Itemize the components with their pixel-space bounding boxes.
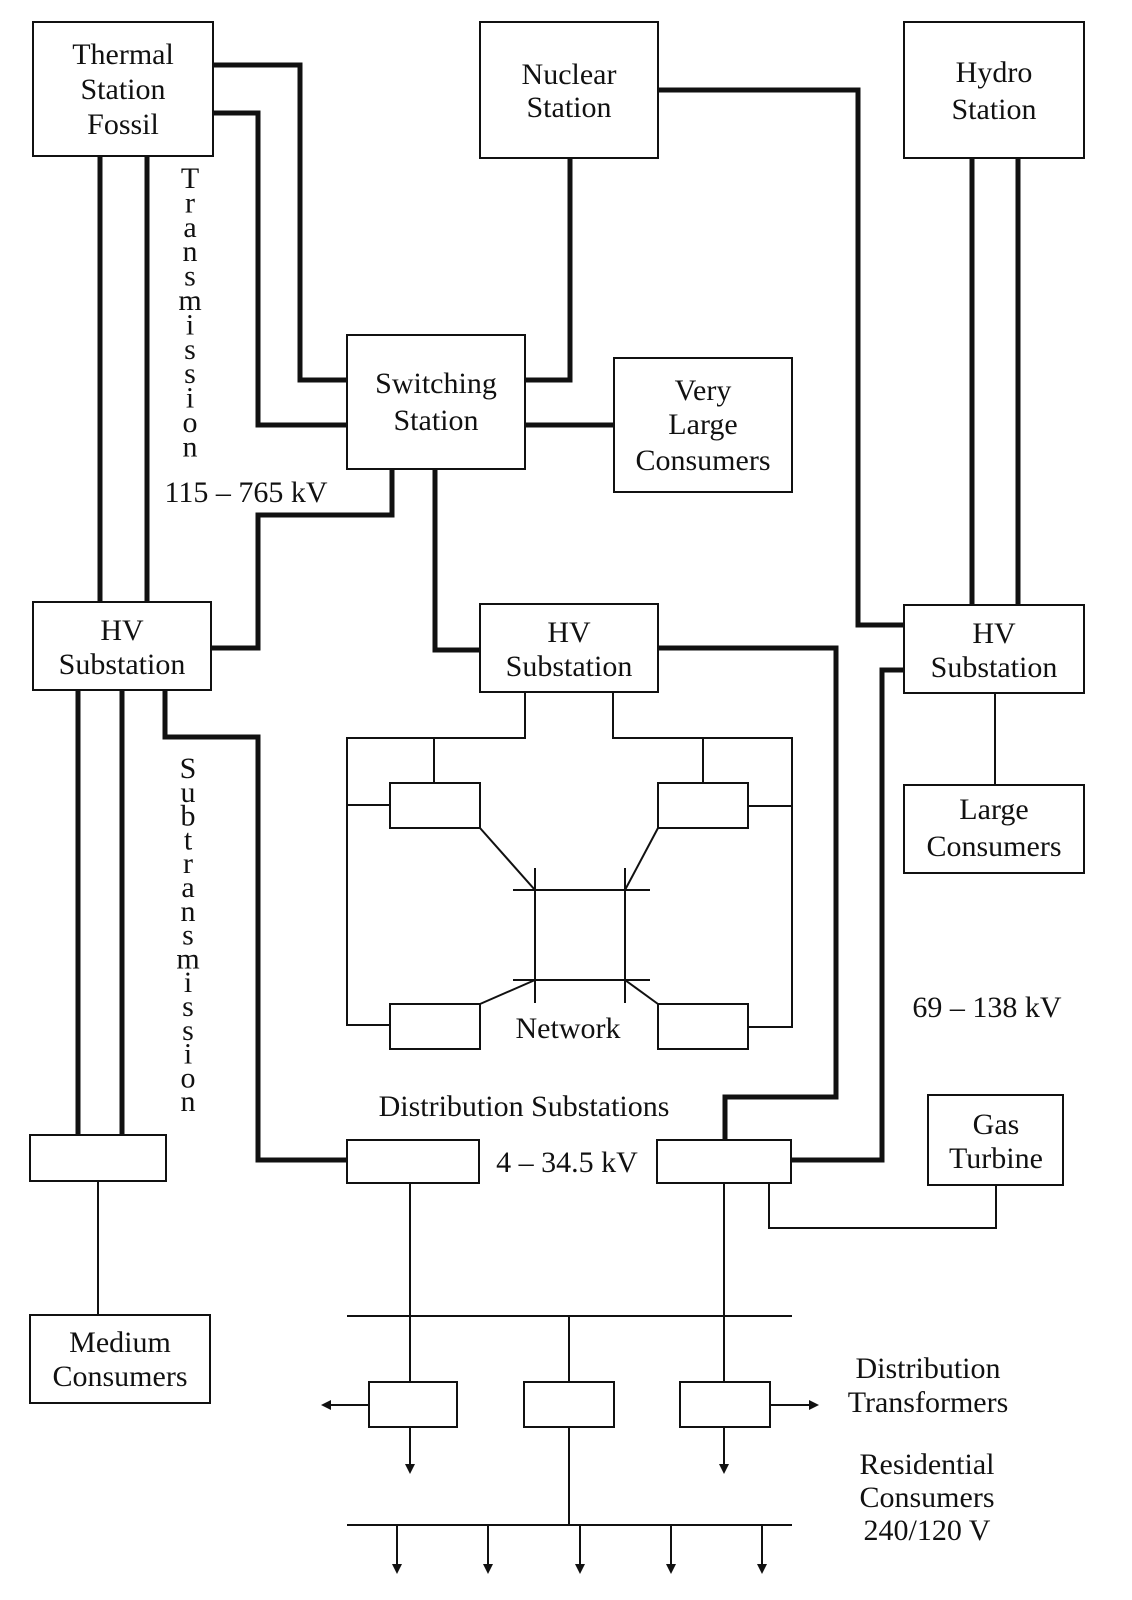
nuclear-station: Nuclear Station	[479, 21, 659, 159]
network-right-feeder	[612, 692, 793, 1028]
residential-consumers-label: Residential	[860, 1448, 995, 1481]
label: Station	[393, 404, 478, 437]
distribution-lines	[97, 692, 997, 1574]
network-diagonal	[479, 979, 536, 1005]
label: Thermal	[72, 38, 174, 71]
label: Consumers	[53, 1360, 188, 1393]
line-hv-mid-dist	[658, 645, 839, 1140]
network-substations	[389, 782, 749, 1050]
line-hv-left-dist	[162, 690, 347, 1163]
line-thermal-switching-1	[213, 62, 347, 383]
network-diagonal	[624, 827, 659, 891]
distribution-transformer	[523, 1381, 615, 1428]
label: Station	[526, 91, 611, 124]
network-box	[657, 782, 749, 829]
transmission-voltage-label: 115 – 765 kV	[164, 476, 327, 509]
label: Consumers	[636, 444, 771, 477]
hv-substation-right: HV Substation	[903, 604, 1085, 694]
line-hv-right-dist	[791, 667, 904, 1163]
distribution-transformers-label: Transformers	[848, 1386, 1009, 1419]
label: Substation	[931, 651, 1058, 684]
distribution-substation-right	[656, 1139, 792, 1184]
gas-turbine: Gas Turbine	[927, 1094, 1064, 1186]
label: Switching	[375, 367, 497, 400]
line-switching-hv-mid	[432, 469, 480, 653]
line-gas-dist	[768, 1183, 997, 1229]
hv-substation-left: HV Substation	[32, 601, 212, 691]
label: HV	[972, 617, 1016, 650]
hydro-station: Hydro Station	[903, 21, 1085, 159]
network-diagonal	[624, 979, 659, 1005]
distribution-substation-left	[346, 1139, 480, 1184]
network-label: Network	[516, 1012, 621, 1045]
network-box	[389, 782, 481, 829]
label: Substation	[59, 648, 186, 681]
distribution-voltage-label: 4 – 34.5 kV	[496, 1146, 638, 1179]
network-box	[389, 1003, 481, 1050]
switching-station: Switching Station	[346, 334, 526, 470]
hv-substation-middle: HV Substation	[479, 603, 659, 693]
distribution-transformer	[368, 1381, 458, 1428]
medium-consumers: Medium Consumers	[29, 1314, 211, 1404]
very-large-consumers: Very Large Consumers	[613, 357, 793, 493]
network-left-feeder	[346, 692, 526, 1026]
label: Station	[80, 73, 165, 106]
distribution-transformer	[679, 1381, 771, 1428]
label: Very	[675, 374, 732, 407]
subtransmission-voltage-label: 69 – 138 kV	[912, 991, 1062, 1024]
label: Nuclear	[522, 58, 617, 91]
label: Consumers	[927, 830, 1062, 863]
residential-consumers-label: Consumers	[860, 1481, 995, 1514]
network-diagonal	[479, 827, 536, 891]
label: Station	[951, 93, 1036, 126]
label: Large	[959, 793, 1028, 826]
large-consumers: Large Consumers	[903, 784, 1085, 874]
line-nuclear-switching	[525, 158, 573, 383]
distribution-transformers-label: Distribution	[855, 1352, 1000, 1385]
label: HV	[100, 614, 144, 647]
label: Substation	[506, 650, 633, 683]
residential-voltage-label: 240/120 V	[864, 1514, 991, 1547]
thermal-station: Thermal Station Fossil	[32, 21, 214, 157]
line-thermal-switching-2	[213, 110, 347, 428]
label: Hydro	[956, 56, 1033, 89]
medium-bus-box	[29, 1134, 167, 1182]
label: Medium	[69, 1326, 171, 1359]
label: Fossil	[87, 108, 159, 141]
distribution-substations-label: Distribution Substations	[379, 1090, 670, 1123]
label: Turbine	[949, 1142, 1043, 1175]
label: HV	[547, 616, 591, 649]
transmission-lines	[75, 62, 1021, 1163]
network-box	[657, 1003, 749, 1050]
label: Large	[668, 408, 737, 441]
label: Gas	[973, 1108, 1020, 1141]
line-switching-hv-left	[211, 469, 395, 651]
line-nuclear-hv-right	[658, 87, 904, 628]
